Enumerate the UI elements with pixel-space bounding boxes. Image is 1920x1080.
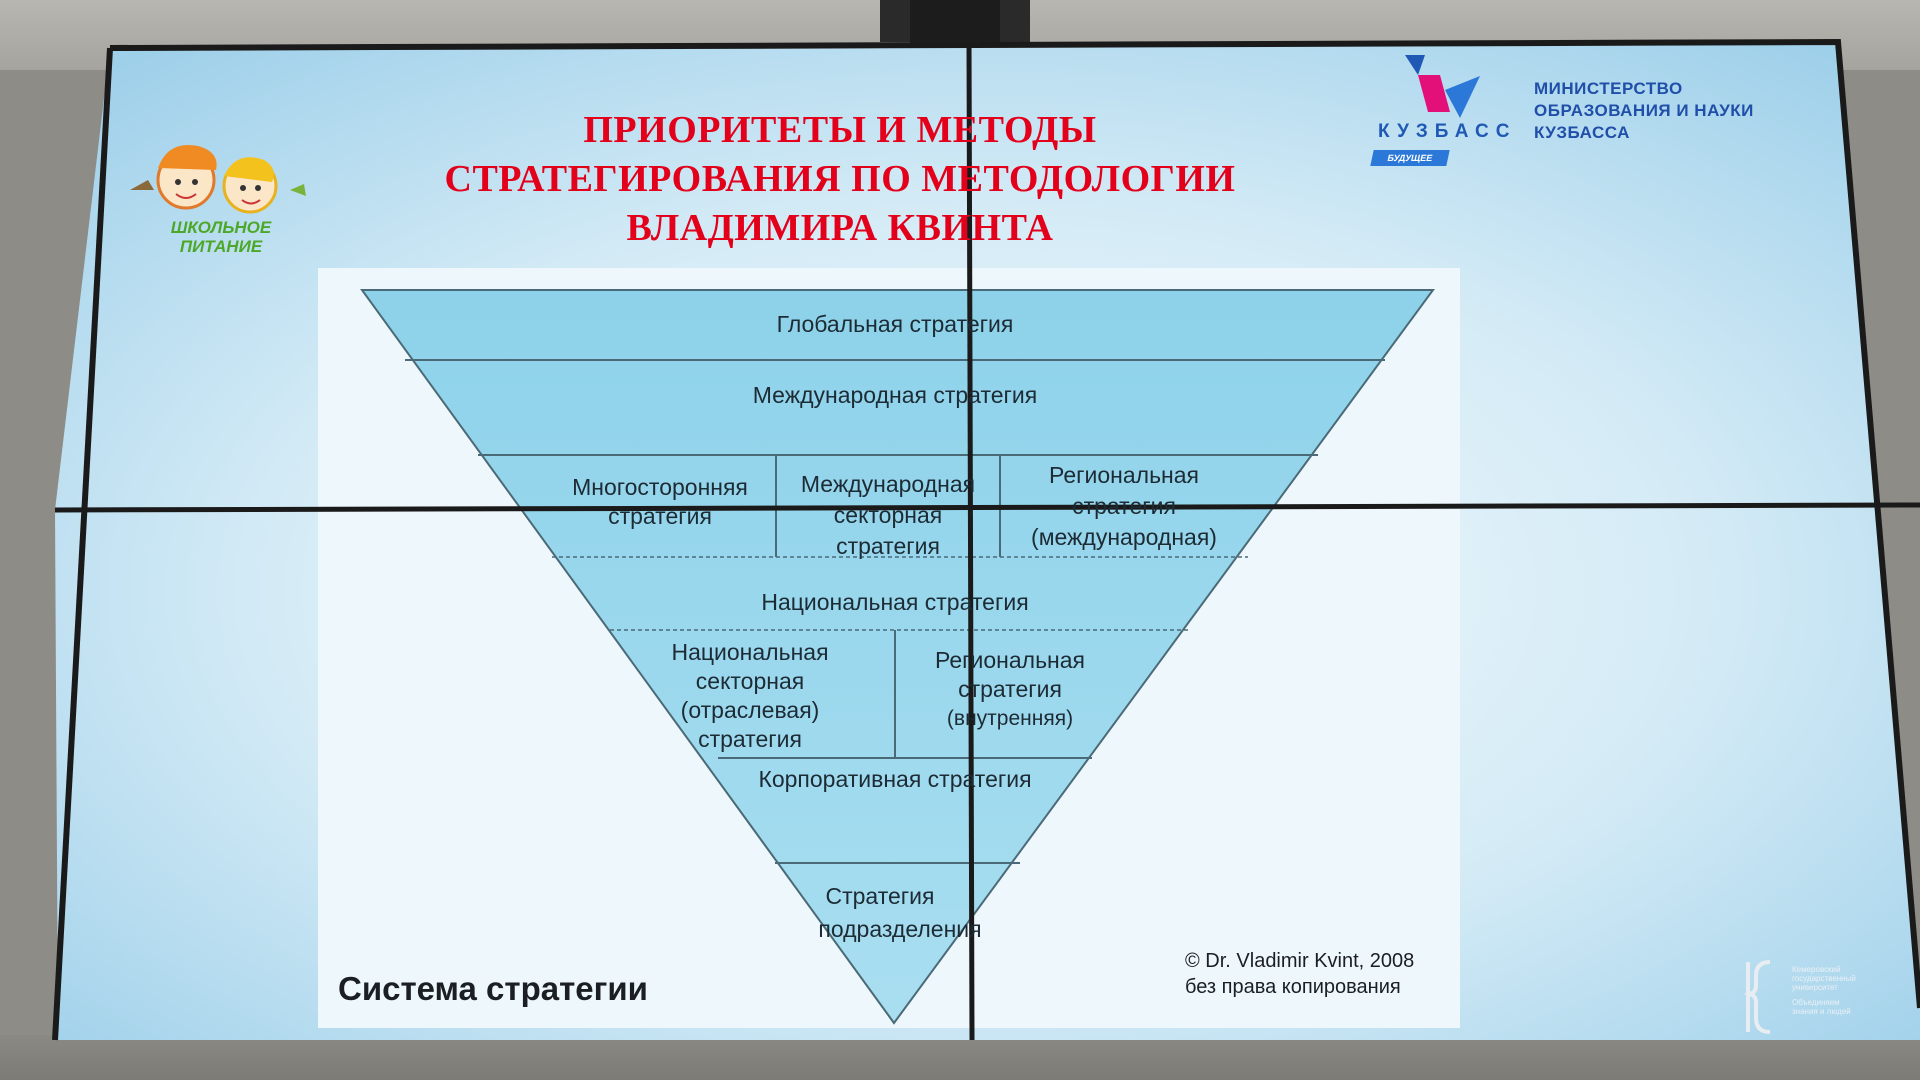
tier-multilateral-line1: Многосторонняя	[572, 474, 748, 500]
tier-regional-internal-line1: Региональная	[935, 647, 1085, 673]
tier-intl-sector-line1: Международная	[800, 471, 976, 497]
tier-national-sector-line4: стратегия	[698, 726, 802, 752]
university-line1: Кемеровский	[1792, 965, 1841, 974]
tier-regional-internal-line2: стратегия	[958, 676, 1062, 702]
wall-bottom	[0, 1035, 1920, 1080]
school-food-line1: ШКОЛЬНОЕ	[170, 218, 272, 237]
tier-national-sector-line2: секторная	[695, 668, 805, 694]
slide-title-line1: ПРИОРИТЕТЫ И МЕТОДЫ	[583, 109, 1097, 151]
slide-title-line2: СТРАТЕГИРОВАНИЯ ПО МЕТОДОЛОГИИ	[444, 158, 1236, 200]
bezel-vertical	[966, 41, 975, 1041]
kuzbass-logo-word: КУЗБАСС	[1378, 121, 1517, 142]
copyright-line2: без права копирования	[1185, 976, 1401, 998]
tier-division-line1: Стратегия	[825, 883, 935, 909]
tier-multilateral-line2: стратегия	[608, 503, 712, 529]
tier-multilateral: Многосторонняя стратегия	[540, 473, 780, 531]
screen-frame	[109, 38, 1920, 1009]
screen-frame-left	[52, 47, 113, 1041]
university-line5: знания и людей	[1792, 1007, 1851, 1016]
tier-global: Глобальная стратегия	[776, 311, 1014, 337]
tier-national-sector: Национальная секторная (отраслевая) стра…	[630, 638, 870, 754]
kuzbass-logo-tag: БУДУЩЕЕ	[1370, 150, 1450, 166]
ministry-line2: ОБРАЗОВАНИЯ И НАУКИ	[1534, 101, 1754, 120]
tier-intl-sector-line2: секторная	[833, 502, 943, 528]
tier-national-sector-line3: (отраслевая)	[680, 697, 820, 723]
university-logo: Кемеровский государственный университет …	[1735, 957, 1885, 1037]
slide-title: ПРИОРИТЕТЫ И МЕТОДЫ СТРАТЕГИРОВАНИЯ ПО М…	[330, 106, 1350, 253]
copyright-line1: © Dr. Vladimir Kvint, 2008	[1185, 950, 1415, 972]
copyright-note: © Dr. Vladimir Kvint, 2008 без права коп…	[1185, 948, 1414, 1000]
tier-division: Стратегия подразделения	[760, 880, 1040, 946]
slide-caption: Система стратегии	[338, 970, 648, 1007]
strategy-pyramid	[360, 289, 1435, 1025]
tier-national: Национальная стратегия	[761, 589, 1029, 615]
school-food-line2: ПИТАНИЕ	[179, 237, 263, 256]
tier-international-sector: Международная секторная стратегия	[776, 469, 1000, 562]
tier-division-line2: подразделения	[818, 916, 982, 942]
ministry-line3: КУЗБАССА	[1534, 123, 1630, 142]
tier-regional-internal: Региональная стратегия (внутренняя)	[895, 646, 1125, 733]
bezel-horizontal	[54, 502, 1920, 513]
tier-national-sector-line1: Национальная	[671, 639, 829, 665]
university-line3: университет	[1792, 983, 1838, 992]
tier-regional-intl-line2: стратегия	[1072, 493, 1176, 519]
university-logo-text: Кемеровский государственный университет …	[1792, 965, 1856, 1016]
tier-regional-intl-line1: Региональная	[1049, 462, 1199, 488]
school-children-logo-icon	[130, 144, 306, 214]
kuzbass-logo-icon	[1405, 55, 1480, 118]
university-line2: государственный	[1792, 974, 1856, 983]
tier-corporate: Корпоративная стратегия	[758, 766, 1032, 792]
tier-regional-internal-line3: (внутренняя)	[946, 707, 1074, 730]
tier-regional-international: Региональная стратегия (международная)	[1000, 460, 1248, 553]
school-food-logo-text: ШКОЛЬНОЕ ПИТАНИЕ	[156, 218, 286, 256]
tier-intl-sector-line3: стратегия	[836, 533, 940, 559]
slide-title-line3: ВЛАДИМИРА КВИНТА	[626, 207, 1054, 249]
ministry-line1: МИНИСТЕРСТВО	[1534, 79, 1683, 98]
university-line4: Объединяем	[1792, 998, 1840, 1007]
tier-regional-intl-line3: (международная)	[1031, 524, 1217, 550]
tier-international: Международная стратегия	[752, 382, 1038, 408]
screen-mount	[880, 0, 1030, 48]
ministry-name: МИНИСТЕРСТВО ОБРАЗОВАНИЯ И НАУКИ КУЗБАСС…	[1534, 78, 1754, 144]
kemsu-logo-icon	[1743, 960, 1771, 1034]
